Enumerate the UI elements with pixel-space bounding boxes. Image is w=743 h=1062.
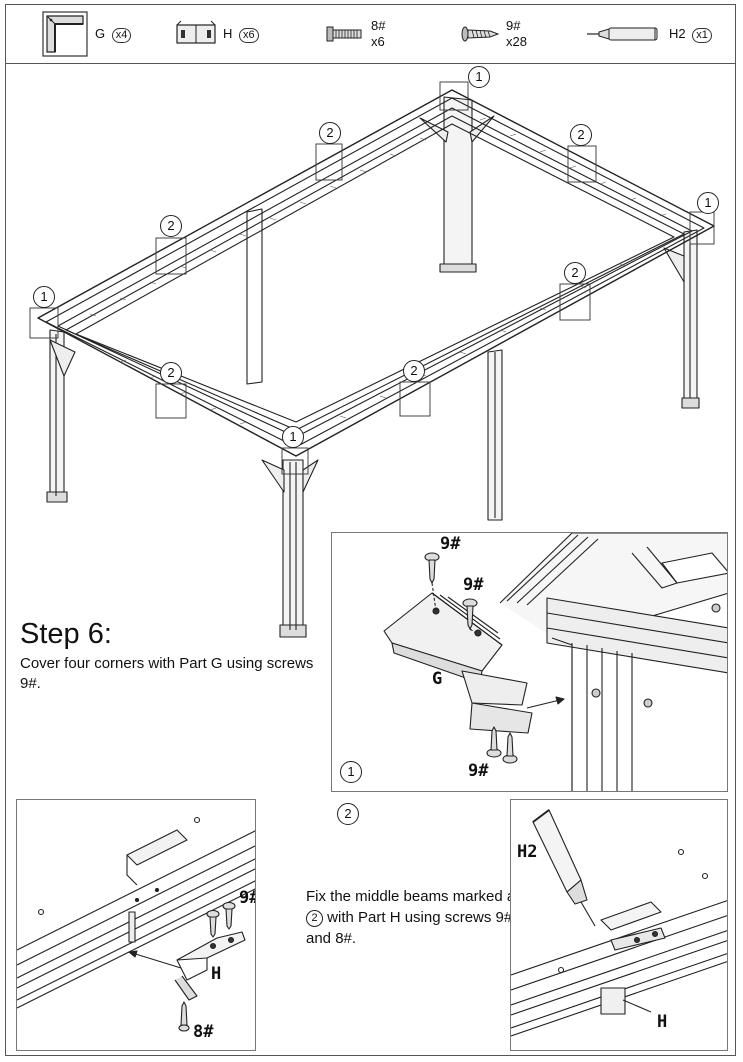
detail-middle-left-box: 9# H 8# [16,799,256,1051]
step-title: Step 6: [20,618,112,650]
part-h-qty: x6 [239,27,259,43]
marker-middle: 2 [319,122,341,144]
step-instructions: Cover four corners with Part G using scr… [20,655,314,692]
part-g: G x4 [41,4,132,64]
part-screw-8: 8# x6 [325,4,385,64]
screw-icon [461,26,500,42]
part-g-letter: G [95,25,106,41]
marker-middle: 2 [564,262,586,284]
middle-beam-sealant-drawing [511,809,727,1037]
marker-middle: 2 [160,215,182,237]
sealant-tube-icon [587,27,658,41]
part-g-qty: x4 [111,27,132,43]
detail-corner-screw-label-mid: 9# [463,575,484,595]
part-screw-9-qty: x28 [506,34,527,49]
detail-middle-number: 2 [337,803,359,825]
bolt-icon [326,26,362,42]
gazebo-frame-drawing [29,81,715,638]
marker-middle: 2 [160,362,182,384]
corner-detail-drawing [383,533,727,791]
middle-beam-bracket-drawing [17,816,255,1032]
detail-corner-box: 9# 9# G 9# 1 [331,532,728,792]
marker-middle: 2 [570,124,592,146]
page-frame [5,4,736,1056]
detail-corner-part-label: G [432,669,443,689]
detail-middle-bolt-label: 8# [193,1022,214,1042]
detail-middle-screw-label: 9# [239,888,255,908]
detail-corner-number: 1 [340,761,362,783]
part-screw-8-qty: x6 [371,34,385,49]
marker-corner: 1 [697,192,719,214]
part-h2-qty: x1 [692,27,712,43]
part-screw-8-name: 8# [371,18,386,33]
part-h-letter: H [223,25,233,41]
detail-corner-screw-label-top: 9# [440,534,461,554]
marker-corner: 1 [468,66,490,88]
part-screw-9: 9# x28 [460,4,527,64]
corner-cover-icon [42,11,88,57]
detail-corner-screw-label-bottom: 9# [468,761,489,781]
bracket-icon [176,20,216,44]
detail-middle-tube-label: H2 [517,842,538,862]
detail-middle-text-before: Fix the middle beams marked as [306,888,523,905]
part-screw-9-name: 9# [506,18,521,33]
detail-middle-text-after: with Part H using screws 9# and 8#. [306,909,513,947]
inline-marker-middle: 2 [306,910,323,927]
detail-middle-instructions: Fix the middle beams marked as 2 with Pa… [306,886,536,949]
part-h2-letter: H2 [669,25,686,41]
part-h2: H2 x1 [585,4,712,64]
part-h: H x6 [175,4,259,64]
detail-middle-right-part-label: H [657,1012,668,1032]
marker-corner: 1 [282,426,304,448]
detail-middle-part-label: H [211,964,222,984]
detail-middle-right-box: H2 H [510,799,728,1051]
marker-middle: 2 [403,360,425,382]
marker-corner: 1 [33,286,55,308]
parts-bar: G x4 H x6 8# x6 [5,4,736,64]
